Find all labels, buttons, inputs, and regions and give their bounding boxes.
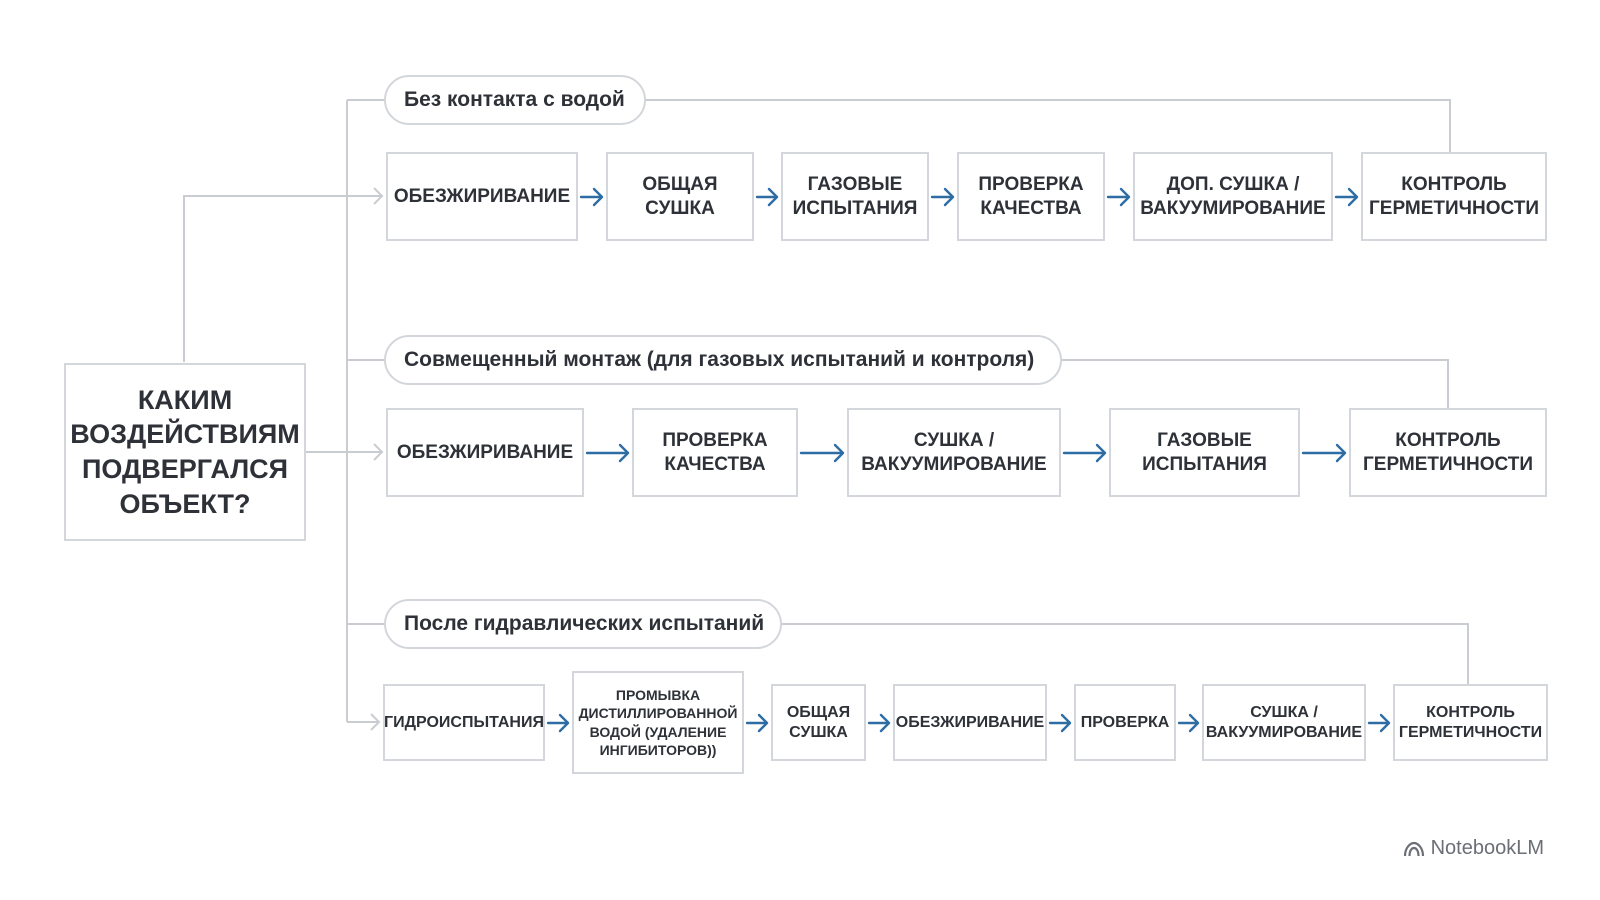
step-leak-control: КОНТРОЛЬ ГЕРМЕТИЧНОСТИ (1393, 684, 1548, 761)
step-hydro-tests: ГИДРОИСПЫТАНИЯ (383, 684, 545, 761)
flow-arrow (546, 713, 570, 733)
step-distilled-water-flush: ПРОМЫВКА ДИСТИЛЛИРОВАННОЙ ВОДОЙ (УДАЛЕНИ… (572, 671, 744, 774)
flow-arrow (1177, 713, 1200, 733)
step-general-drying: ОБЩАЯ СУШКА (771, 684, 866, 761)
pill-3-to-control (782, 623, 1469, 684)
pill-2-to-control (1062, 359, 1449, 408)
step-degreasing: ОБЕЗЖИРИВАНИЕ (893, 684, 1047, 761)
flow-arrow (930, 187, 955, 207)
step-general-drying: ОБЩАЯ СУШКА (606, 152, 754, 241)
flow-arrow (1301, 443, 1347, 463)
trunk-to-row-2 (347, 443, 384, 461)
step-quality-check: ПРОВЕРКА КАЧЕСТВА (632, 408, 798, 497)
flow-arrow (1106, 187, 1131, 207)
pill-1-to-control (646, 99, 1451, 152)
step-degreasing: ОБЕЗЖИРИВАНИЕ (386, 152, 578, 241)
branch-label-no-water: Без контакта с водой (384, 75, 646, 125)
flow-arrow (1062, 443, 1107, 463)
flow-arrow (745, 713, 769, 733)
notebooklm-watermark: NotebookLM (1403, 837, 1544, 860)
step-quality-check: ПРОВЕРКА КАЧЕСТВА (957, 152, 1105, 241)
flow-arrow (799, 443, 845, 463)
step-extra-drying-vacuum: ДОП. СУШКА / ВАКУУМИРОВАНИЕ (1133, 152, 1333, 241)
branch-label-combined-assembly: Совмещенный монтаж (для газовых испытани… (384, 335, 1062, 385)
trunk-to-row-3 (347, 713, 381, 731)
flow-arrow (1334, 187, 1359, 207)
brand-label: NotebookLM (1430, 837, 1544, 859)
step-drying-vacuum: СУШКА / ВАКУУМИРОВАНИЕ (847, 408, 1061, 497)
flow-arrow (867, 713, 891, 733)
step-degreasing: ОБЕЗЖИРИВАНИЕ (386, 408, 584, 497)
flow-arrow (579, 187, 604, 207)
root-question-box: КАКИМ ВОЗДЕЙСТВИЯМ ПОДВЕРГАЛСЯ ОБЪЕКТ? (64, 363, 306, 541)
step-drying-vacuum: СУШКА / ВАКУУМИРОВАНИЕ (1202, 684, 1366, 761)
branch-label-after-hydro: После гидравлических испытаний (384, 599, 782, 649)
notebooklm-logo-icon (1403, 841, 1424, 856)
step-leak-control: КОНТРОЛЬ ГЕРМЕТИЧНОСТИ (1349, 408, 1547, 497)
step-leak-control: КОНТРОЛЬ ГЕРМЕТИЧНОСТИ (1361, 152, 1547, 241)
step-gas-tests: ГАЗОВЫЕ ИСПЫТАНИЯ (1109, 408, 1300, 497)
trunk-to-row-1 (347, 187, 384, 205)
flow-arrow (1367, 713, 1391, 733)
step-check: ПРОВЕРКА (1074, 684, 1176, 761)
flow-arrow (1048, 713, 1072, 733)
flow-arrow (585, 443, 630, 463)
flow-arrow (755, 187, 779, 207)
root-to-top-line (183, 195, 347, 362)
root-question-text: КАКИМ ВОЗДЕЙСТВИЯМ ПОДВЕРГАЛСЯ ОБЪЕКТ? (70, 384, 300, 519)
step-gas-tests: ГАЗОВЫЕ ИСПЫТАНИЯ (781, 152, 929, 241)
